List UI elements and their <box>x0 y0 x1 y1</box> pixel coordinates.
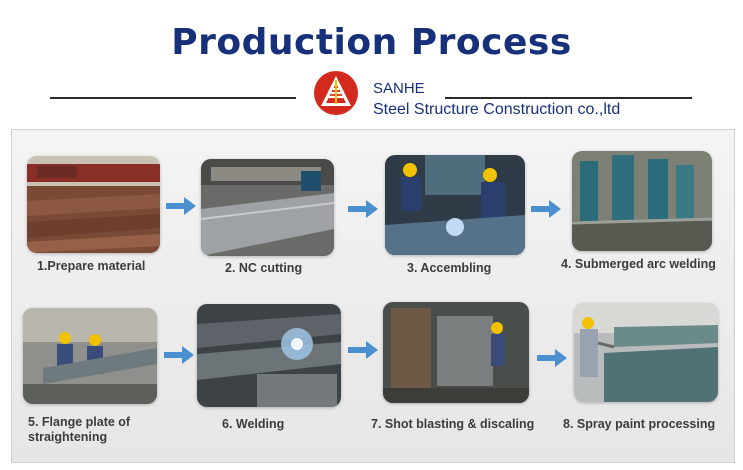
sanhe-logo-icon <box>314 71 358 115</box>
divider-left <box>50 97 296 99</box>
header: Production Process SANHE Steel Structure… <box>0 0 743 128</box>
arrow-right-icon <box>537 349 567 367</box>
step-3-photo <box>385 155 525 255</box>
step-5-photo <box>23 308 157 404</box>
company-name: SANHE <box>373 80 425 97</box>
step-5-label-line2: straightening <box>28 430 108 444</box>
step-5-label: 5. Flange plate of straightening <box>28 415 130 445</box>
step-7-label: 7. Shot blasting & discaling <box>371 417 535 431</box>
step-2-label: 2. NC cutting <box>225 261 303 275</box>
step-1-photo <box>27 156 160 253</box>
step-6-photo <box>197 304 341 407</box>
step-4-label: 4. Submerged arc welding <box>561 257 716 271</box>
step-8-photo <box>574 303 718 402</box>
arrow-right-icon <box>348 200 378 218</box>
step-8-label: 8. Spray paint processing <box>563 417 716 431</box>
arrow-right-icon <box>164 346 194 364</box>
divider-right <box>445 97 692 99</box>
arrow-right-icon <box>531 200 561 218</box>
step-2-photo <box>201 159 334 256</box>
arrow-right-icon <box>166 197 196 215</box>
step-1-label: 1.Prepare material <box>37 259 146 273</box>
step-5-label-line1: 5. Flange plate of <box>28 415 131 429</box>
page-title: Production Process <box>171 22 572 63</box>
step-3-label: 3. Accembling <box>407 261 492 275</box>
step-4-photo <box>572 151 712 251</box>
arrow-right-icon <box>348 341 378 359</box>
step-6-label: 6. Welding <box>222 417 285 431</box>
company-full-name: Steel Structure Construction co.,ltd <box>373 101 621 118</box>
step-7-photo <box>383 302 529 403</box>
